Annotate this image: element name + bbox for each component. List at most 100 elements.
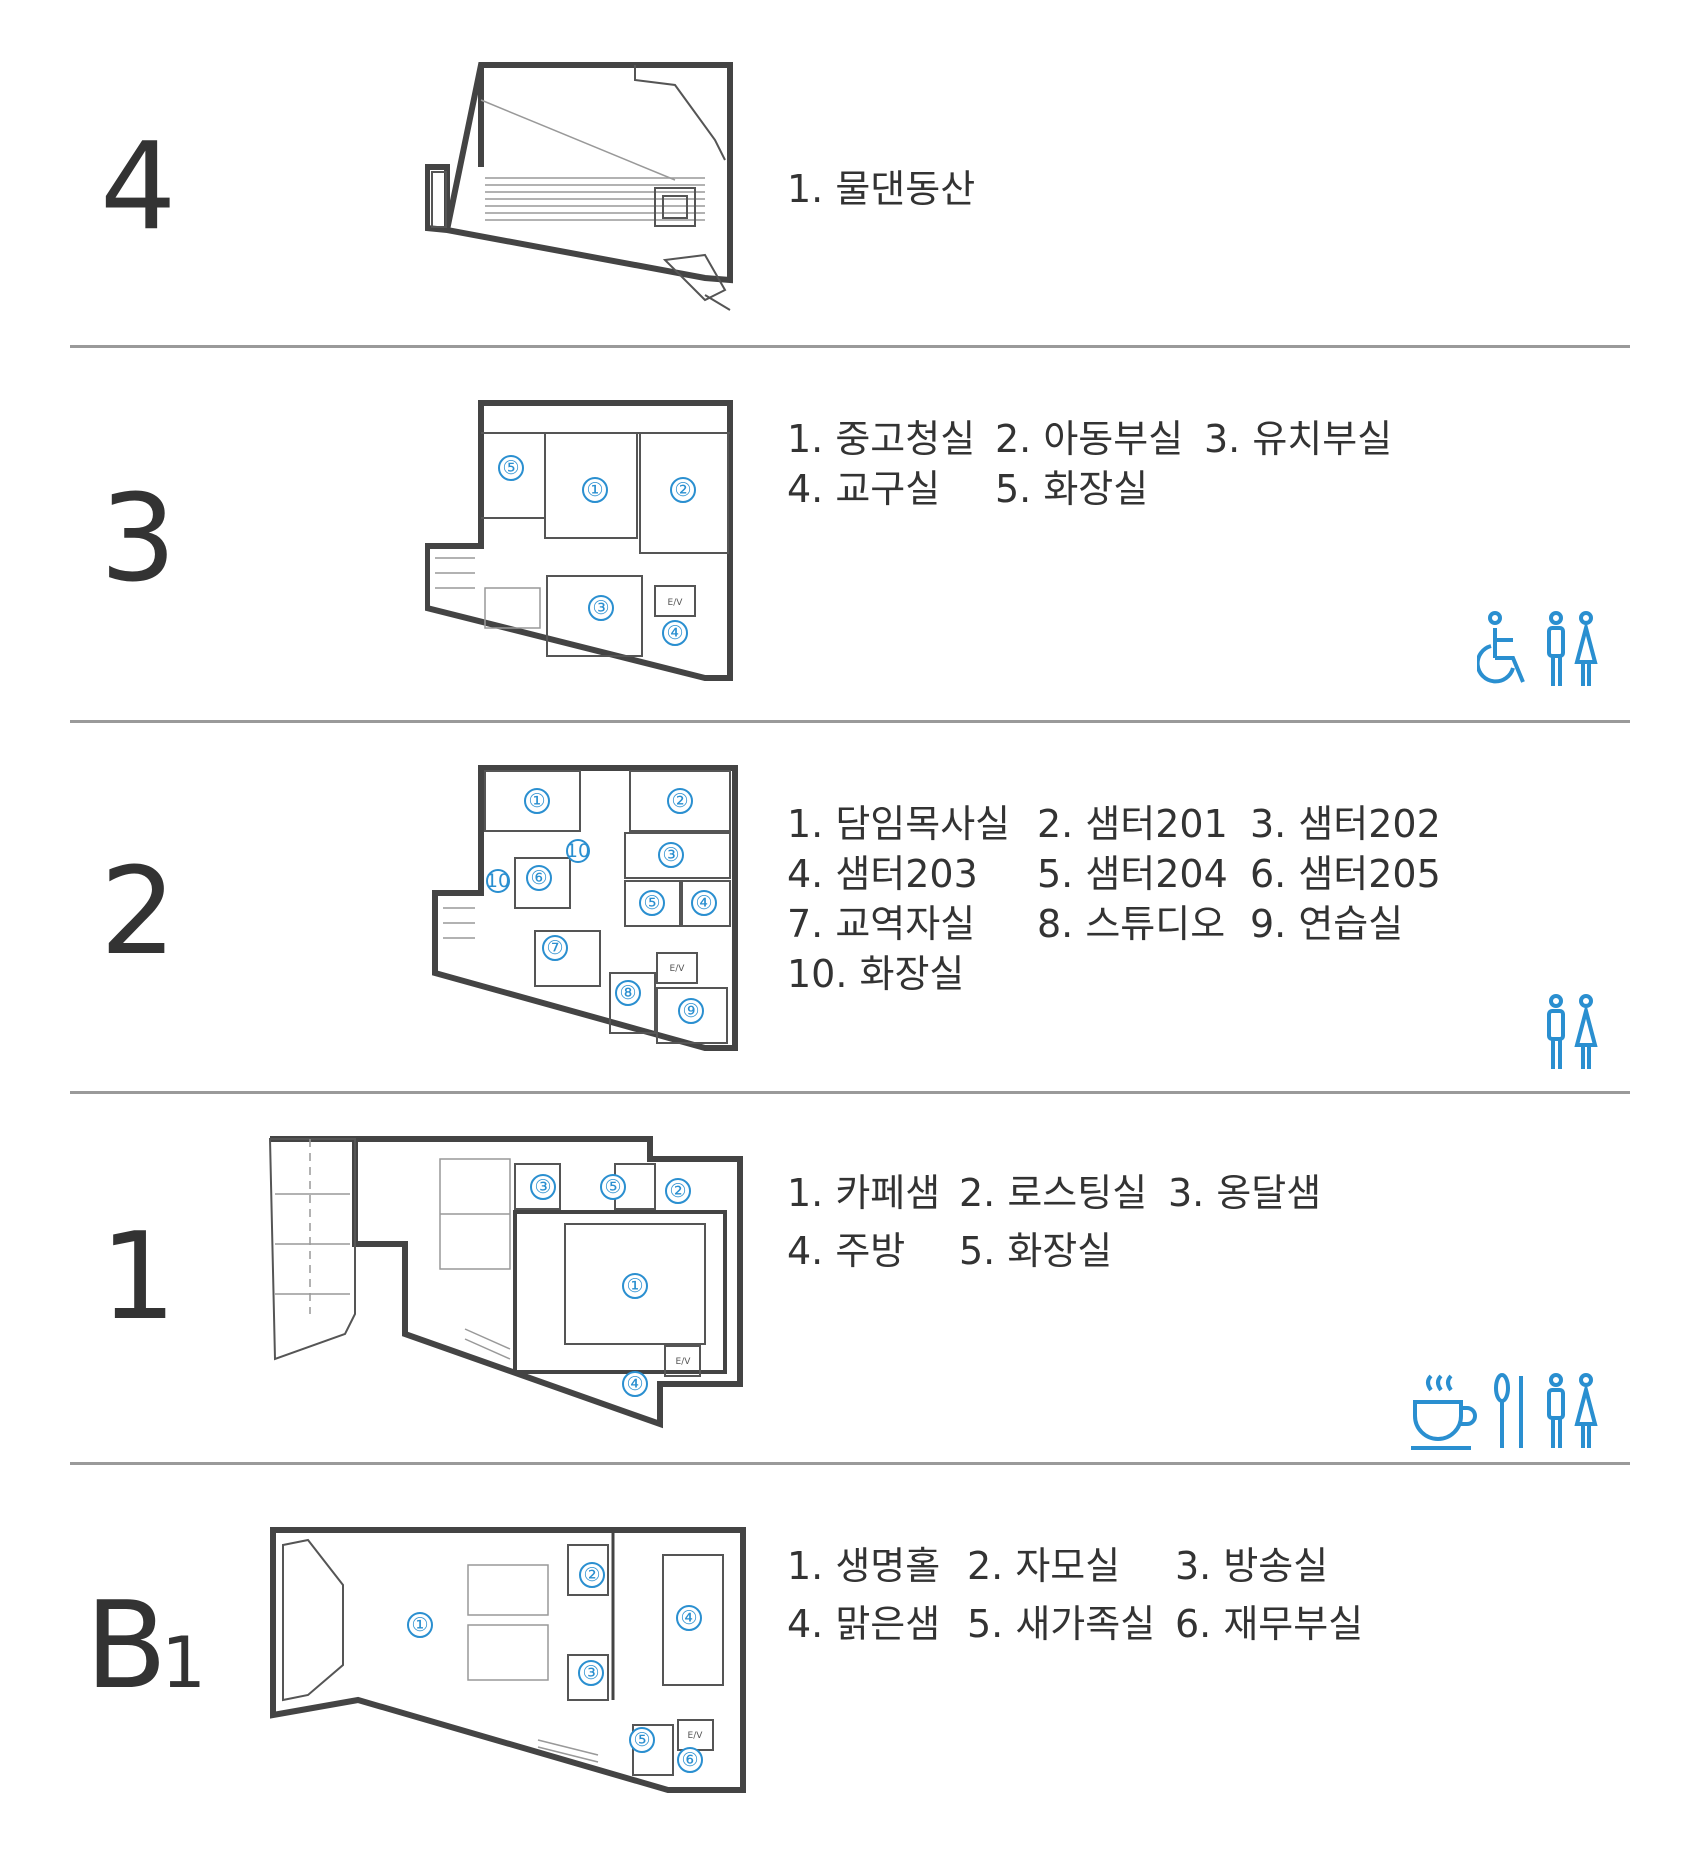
svg-text:10: 10: [566, 840, 590, 862]
room-item: 2. 아동부실: [995, 417, 1184, 461]
restroom-icon: [1547, 994, 1598, 1069]
room-item: 6. 재무부실: [1175, 1602, 1364, 1646]
svg-text:③: ③: [592, 597, 609, 619]
amenity-icons: [1543, 993, 1601, 1073]
floor-4-section: 4 1. 물댄동산: [0, 0, 1701, 345]
room-item: 2. 로스팅실: [959, 1171, 1148, 1215]
svg-text:⑦: ⑦: [546, 937, 563, 959]
svg-text:⑤: ⑤: [643, 892, 660, 914]
svg-text:①: ①: [528, 790, 545, 812]
amenity-icons: [1477, 610, 1601, 690]
room-marker: ⑧: [615, 980, 641, 1006]
room-item: 4. 맑은샘: [787, 1602, 941, 1646]
divider: [70, 1091, 1630, 1094]
room-marker: ②: [579, 1562, 605, 1588]
floor-plan-b1: ① ② ③ ④ ⑤ ⑥ E/V: [270, 1527, 746, 1793]
svg-text:②: ②: [674, 479, 691, 501]
amenity-icons: [1409, 1372, 1601, 1452]
room-marker: ⑥: [677, 1747, 703, 1773]
room-marker: ③: [578, 1660, 604, 1686]
room-item: 4. 샘터203: [787, 852, 978, 896]
svg-text:10: 10: [486, 870, 510, 892]
room-marker: ②: [670, 477, 696, 503]
room-item: 5. 화장실: [995, 467, 1149, 511]
room-marker: 10: [486, 869, 510, 893]
room-marker: ④: [662, 620, 688, 646]
svg-text:③: ③: [662, 844, 679, 866]
room-item: 5. 화장실: [959, 1229, 1113, 1273]
coffee-cup-icon: [1411, 1374, 1477, 1450]
room-marker: ④: [622, 1371, 648, 1397]
svg-text:⑤: ⑤: [633, 1729, 650, 1751]
floor-plan-3: ① ② ③ ④ ⑤ E/V: [425, 400, 733, 681]
room-item: 2. 샘터201: [1037, 802, 1228, 846]
room-item: 3. 방송실: [1175, 1544, 1329, 1588]
room-item: 1. 물댄동산: [787, 167, 976, 211]
svg-text:⑧: ⑧: [619, 982, 636, 1004]
divider: [70, 345, 1630, 348]
elevator-label: E/V: [676, 1357, 692, 1367]
room-item: 1. 담임목사실: [787, 802, 1011, 846]
room-marker: ⑤: [639, 890, 665, 916]
room-marker: ③: [588, 595, 614, 621]
room-marker: ①: [582, 477, 608, 503]
floor-b1-section: B1 ① ② ③ ④ ⑤ ⑥ E/V 1. 생명홀 2. 자모실 3. 방송실 …: [0, 1465, 1701, 1855]
floor-plan-2: ① ② ③ ④ ⑤ ⑥ ⑦ ⑧ ⑨ 10 10 E/V: [432, 765, 738, 1051]
room-item: 8. 스튜디오: [1037, 902, 1226, 946]
elevator-label: E/V: [670, 964, 686, 974]
room-item: 3. 유치부실: [1204, 417, 1393, 461]
floor-label: 1: [100, 1208, 177, 1347]
room-item: 6. 샘터205: [1250, 852, 1441, 896]
divider: [70, 720, 1630, 723]
svg-text:⑨: ⑨: [682, 1000, 699, 1022]
floor-label: 2: [100, 843, 177, 982]
room-item: 1. 생명홀: [787, 1544, 941, 1588]
room-marker: ⑥: [526, 865, 552, 891]
svg-text:④: ④: [695, 892, 712, 914]
elevator-label: E/V: [688, 1731, 704, 1741]
svg-text:⑤: ⑤: [502, 457, 519, 479]
room-marker: ⑨: [678, 998, 704, 1024]
svg-text:②: ②: [669, 1180, 686, 1202]
svg-text:⑥: ⑥: [530, 867, 547, 889]
room-item: 1. 카페샘: [787, 1171, 941, 1215]
svg-text:①: ①: [411, 1614, 428, 1636]
svg-text:①: ①: [586, 479, 603, 501]
restroom-icon: [1547, 1373, 1598, 1448]
room-marker: ①: [524, 788, 550, 814]
svg-text:⑥: ⑥: [681, 1749, 698, 1771]
room-marker: ⑦: [542, 935, 568, 961]
svg-text:⑤: ⑤: [604, 1176, 621, 1198]
room-item: 10. 화장실: [787, 952, 965, 996]
floor-2-section: 2 ① ② ③ ④ ⑤ ⑥ ⑦ ⑧ ⑨ 10 10 E/V 1. 담임목사실 2…: [0, 723, 1701, 1091]
room-marker: ⑤: [498, 455, 524, 481]
room-item: 4. 주방: [787, 1229, 906, 1273]
svg-text:③: ③: [582, 1662, 599, 1684]
room-item: 3. 옹달샘: [1168, 1171, 1322, 1215]
room-marker: ④: [676, 1605, 702, 1631]
floor-plan-4: [425, 62, 733, 311]
room-marker: ⑤: [600, 1174, 626, 1200]
room-marker: ⑤: [629, 1727, 655, 1753]
divider: [70, 1462, 1630, 1465]
room-marker: 10: [566, 839, 590, 863]
wheelchair-icon: [1477, 611, 1525, 684]
floor-label: 4: [100, 118, 177, 257]
floor-label: 3: [100, 470, 177, 609]
spoon-icon: [1494, 1373, 1523, 1448]
room-marker: ②: [665, 1178, 691, 1204]
floor-plan-1: ① ② ③ ④ ⑤ E/V: [268, 1136, 743, 1429]
room-item: 7. 교역자실: [787, 902, 976, 946]
room-item: 3. 샘터202: [1250, 802, 1441, 846]
room-marker: ③: [530, 1174, 556, 1200]
room-item: 2. 자모실: [967, 1544, 1121, 1588]
svg-text:②: ②: [671, 790, 688, 812]
room-item: 9. 연습실: [1250, 902, 1404, 946]
restroom-icon: [1547, 611, 1598, 686]
svg-text:②: ②: [583, 1564, 600, 1586]
room-item: 1. 중고청실: [787, 417, 976, 461]
floor-label: B1: [85, 1577, 206, 1716]
room-marker: ①: [407, 1612, 433, 1638]
room-item: 5. 샘터204: [1037, 852, 1228, 896]
room-item: 4. 교구실: [787, 467, 941, 511]
